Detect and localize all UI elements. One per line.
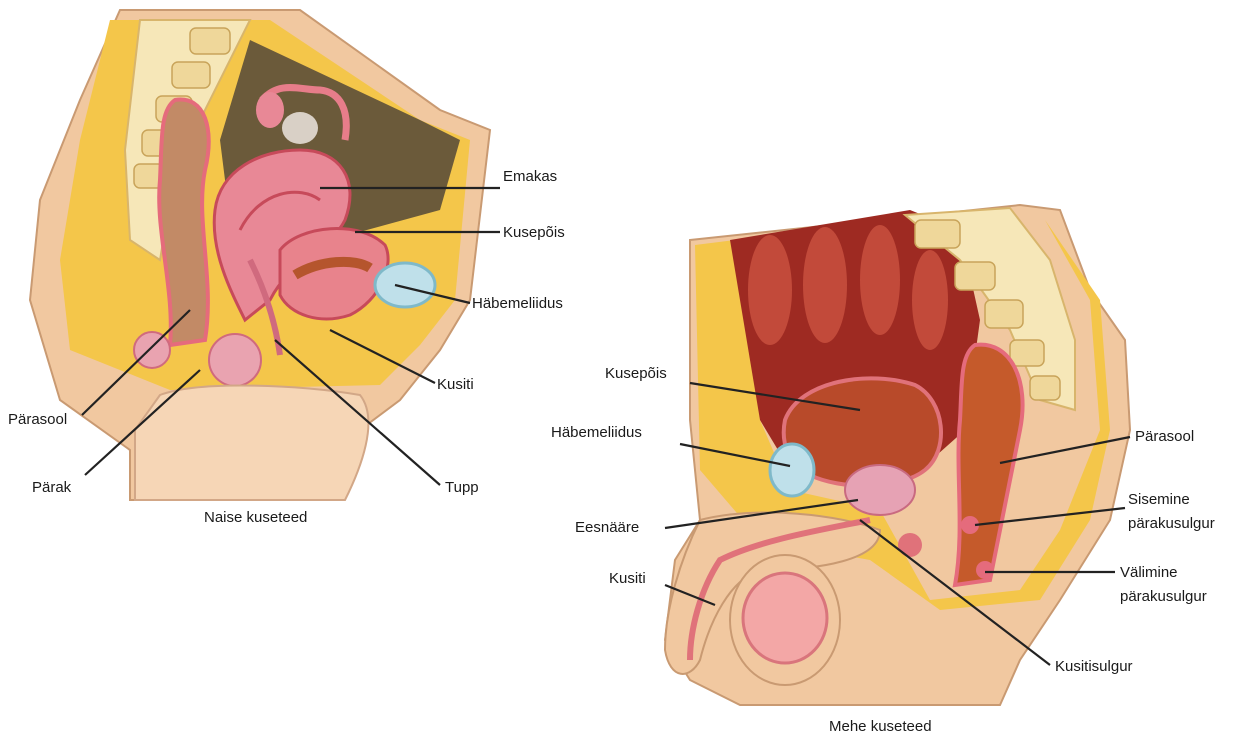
label-male-bladder: Kusepõis [605,365,667,382]
female-perineum [134,332,170,368]
label-male-urethra: Kusiti [609,570,646,587]
male-external-sphincter-shape [976,561,994,579]
female-fimbria [256,92,284,128]
male-urethral-sphincter-shape [898,533,922,557]
caption-male: Mehe kuseteed [829,718,932,735]
label-female-pubic-bone: Häbemeliidus [472,295,563,312]
label-male-urethral-sphincter: Kusitisulgur [1055,658,1133,675]
label-female-uterus: Emakas [503,168,557,185]
female-thigh [135,386,368,500]
label-female-bladder: Kusepõis [503,224,565,241]
female-anal-canal [209,334,261,386]
caption-female: Naise kuseteed [204,509,307,526]
label-female-anus: Pärak [32,479,72,496]
label-female-rectum: Pärasool [8,411,67,428]
label-female-vagina: Tupp [445,479,479,496]
male-testis [743,573,827,663]
female-ovary [282,112,318,144]
label-male-external-sphincter-line1: Välimine [1120,564,1178,581]
label-male-prostate: Eesnääre [575,519,639,536]
male-prostate [845,465,915,515]
male-pubic-symphysis [770,444,814,496]
label-male-internal-sphincter-line2: pärakusulgur [1128,515,1215,532]
female-pelvis-illustration [30,10,490,500]
label-female-urethra: Kusiti [437,376,474,393]
label-male-rectum: Pärasool [1135,428,1194,445]
female-pubic-symphysis [375,263,435,307]
label-male-internal-sphincter-line1: Sisemine [1128,491,1190,508]
label-male-pubic-bone: Häbemeliidus [551,424,642,441]
label-male-external-sphincter-line2: pärakusulgur [1120,588,1207,605]
